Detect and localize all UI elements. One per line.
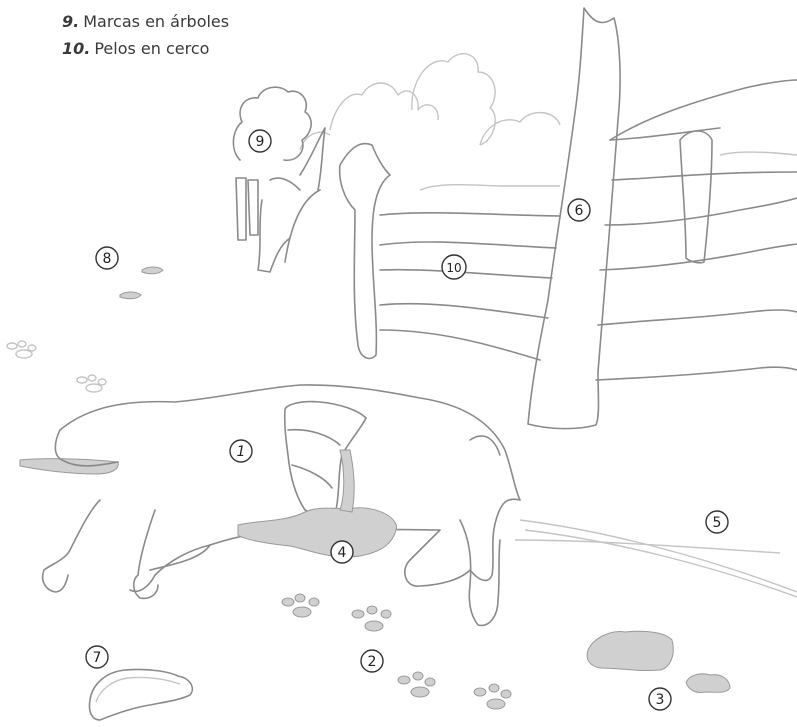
marker-6: 6 — [568, 199, 590, 221]
marker-label: 9 — [256, 134, 265, 150]
paw-print — [282, 594, 319, 617]
paw-print — [398, 672, 435, 697]
marker-1: 1 — [230, 440, 252, 462]
boot-print — [89, 669, 192, 720]
background-vegetation — [300, 54, 797, 190]
marker-8: 8 — [96, 247, 118, 269]
drag-marks — [515, 520, 797, 597]
marker-label: 8 — [103, 251, 112, 267]
marker-label: 4 — [338, 545, 347, 561]
marker-7: 7 — [86, 646, 108, 668]
marker-9: 9 — [249, 130, 271, 152]
paw-print — [474, 684, 511, 709]
droppings — [587, 631, 730, 692]
tree-with-marks — [233, 87, 325, 272]
marker-3: 3 — [649, 688, 671, 710]
marker-5: 5 — [706, 511, 728, 533]
paw-print — [352, 606, 391, 631]
paw-prints — [282, 594, 511, 709]
marker-label: 2 — [368, 654, 377, 670]
marker-label: 6 — [575, 203, 584, 219]
blood-pool — [238, 508, 397, 557]
paw-print — [7, 341, 36, 358]
hoof-prints — [7, 267, 163, 392]
marker-label: 10 — [446, 261, 461, 275]
marker-2: 2 — [361, 650, 383, 672]
fence — [285, 8, 797, 429]
marker-label: 1 — [237, 444, 246, 460]
marker-10: 10 — [442, 255, 466, 279]
paw-print — [77, 375, 106, 392]
marker-label: 3 — [656, 692, 665, 708]
marker-label: 5 — [713, 515, 722, 531]
marker-label: 7 — [93, 650, 102, 666]
marker-4: 4 — [331, 541, 353, 563]
dead-lamb — [20, 385, 520, 626]
blood-streak — [340, 450, 354, 512]
